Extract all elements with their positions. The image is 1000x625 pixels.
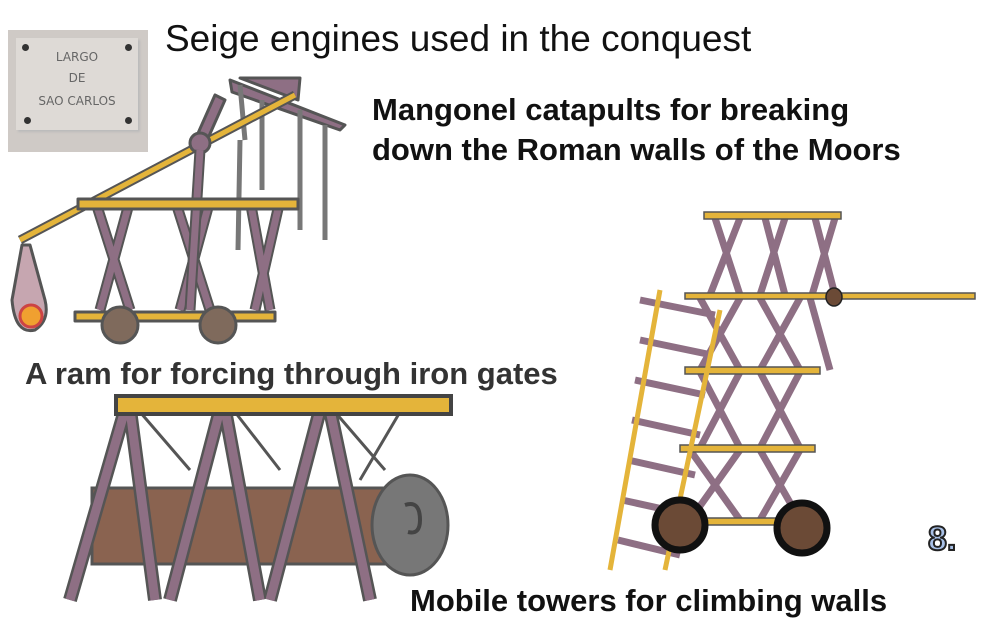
mangonel-caption: Mangonel catapults for breaking down the… (372, 90, 901, 170)
tower-caption: Mobile towers for climbing walls (410, 583, 888, 618)
sign-line-2: DE (68, 71, 86, 85)
ram-caption: A ram for forcing through iron gates (25, 356, 558, 391)
slide-title: Seige engines used in the conquest (165, 18, 752, 59)
mangonel-caption-line-2: down the Roman walls of the Moors (372, 132, 901, 167)
sign-plate: LARGO DE SAO CARLOS (16, 38, 138, 130)
sign-line-1: LARGO (55, 50, 99, 64)
mangonel-illustration (10, 76, 347, 345)
mobile-tower-illustration (607, 211, 976, 571)
street-sign-photo: LARGO DE SAO CARLOS (8, 30, 148, 152)
sign-line-3: SAO CARLOS (38, 94, 116, 108)
page-number: 8. (927, 519, 957, 559)
ram-illustration (63, 394, 453, 602)
mangonel-caption-line-1: Mangonel catapults for breaking (372, 92, 850, 127)
